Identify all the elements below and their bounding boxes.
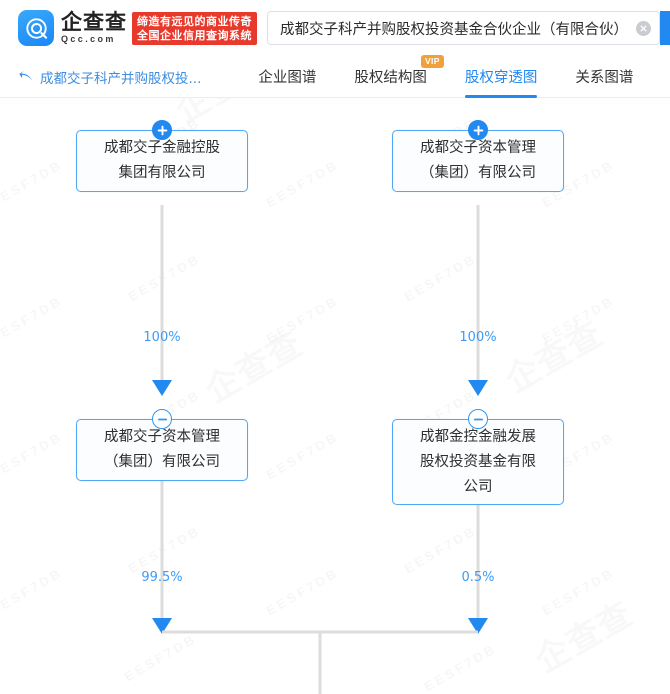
brand-name-en: Qcc.com xyxy=(61,34,116,44)
brand-name-cn: 企查查 xyxy=(61,10,127,34)
node-label-line: 集团有限公司 xyxy=(118,165,206,181)
collapse-toggle-minus[interactable] xyxy=(152,409,172,429)
qcc-logo-icon xyxy=(18,10,54,46)
brand-logo[interactable]: 企查查 Qcc.com xyxy=(18,10,127,46)
graph-node-label: 成都交子资本管理 （集团）有限公司 xyxy=(412,136,544,186)
tab-actual-controller[interactable]: 实际控 xyxy=(652,56,670,98)
graph-node-label: 成都交子资本管理 （集团）有限公司 xyxy=(96,425,228,475)
brand-wordmark: 企查查 Qcc.com xyxy=(61,12,127,44)
edge-percent-label: 100% xyxy=(143,330,181,345)
graph-node[interactable]: 成都交子资本管理 （集团）有限公司 xyxy=(76,419,248,481)
expand-toggle-plus[interactable] xyxy=(152,120,172,140)
node-label-line: 股权投资基金有限 xyxy=(420,453,536,470)
equity-penetration-graph: 成都交子金融控股 集团有限公司 成都交子资本管理 （集团）有限公司 100% 1… xyxy=(0,98,670,694)
tab-label: 关系图谱 xyxy=(575,70,634,86)
node-label-line: （集团）有限公司 xyxy=(420,165,536,181)
search-input-value: 成都交子科产并购股权投资基金合伙企业（有限合伙） xyxy=(280,21,628,38)
node-label-line: 成都交子资本管理 xyxy=(104,429,220,445)
graph-tabbar: 成都交子科产并购股权投... 企业图谱 股权结构图 VIP 股权穿透图 关系图谱… xyxy=(0,54,670,98)
graph-node[interactable]: 成都交子资本管理 （集团）有限公司 xyxy=(392,130,564,192)
brand-slogan: 缔造有远见的商业传奇 全国企业信用查询系统 xyxy=(132,11,257,45)
graph-node-label: 成都金控金融发展 股权投资基金有限 公司 xyxy=(412,425,544,500)
edge-percent-label: 100% xyxy=(459,330,497,345)
back-link[interactable]: 成都交子科产并购股权投... xyxy=(18,67,201,87)
node-label-line: 成都交子金融控股 xyxy=(104,140,220,156)
tab-equity-penetration[interactable]: 股权穿透图 xyxy=(446,56,557,98)
search-button[interactable] xyxy=(660,11,670,45)
graph-node-label: 成都交子金融控股 集团有限公司 xyxy=(96,136,228,186)
slogan-line-2: 全国企业信用查询系统 xyxy=(137,28,252,42)
graph-node[interactable]: 成都交子金融控股 集团有限公司 xyxy=(76,130,248,192)
vip-badge: VIP xyxy=(420,54,444,68)
back-link-label: 成都交子科产并购股权投... xyxy=(40,70,202,87)
search-area: 成都交子科产并购股权投资基金合伙企业（有限合伙） xyxy=(267,11,670,45)
edge-percent-label: 0.5% xyxy=(461,570,495,585)
collapse-toggle-minus[interactable] xyxy=(468,409,488,429)
back-arrow-icon xyxy=(18,69,34,85)
expand-toggle-plus[interactable] xyxy=(468,120,488,140)
close-icon[interactable] xyxy=(636,20,651,36)
slogan-line-1: 缔造有远见的商业传奇 xyxy=(137,14,252,28)
tab-list: 企业图谱 股权结构图 VIP 股权穿透图 关系图谱 实际控 xyxy=(239,54,670,98)
tab-relationship-graph[interactable]: 关系图谱 xyxy=(556,56,652,98)
tab-equity-structure[interactable]: 股权结构图 VIP xyxy=(335,54,446,98)
edge-percent-label: 99.5% xyxy=(141,570,183,585)
tab-label: 股权结构图 xyxy=(354,70,427,86)
tab-enterprise-graph[interactable]: 企业图谱 xyxy=(239,56,335,98)
node-label-line: （集团）有限公司 xyxy=(104,454,220,470)
tab-label: 企业图谱 xyxy=(258,70,317,86)
search-input[interactable]: 成都交子科产并购股权投资基金合伙企业（有限合伙） xyxy=(267,11,660,45)
node-label-line: 成都交子资本管理 xyxy=(420,140,536,156)
graph-node[interactable]: 成都金控金融发展 股权投资基金有限 公司 xyxy=(392,419,564,505)
node-label-line: 成都金控金融发展 xyxy=(420,428,536,445)
site-header: 企查查 Qcc.com 缔造有远见的商业传奇 全国企业信用查询系统 成都交子科产… xyxy=(0,0,670,56)
node-label-line: 公司 xyxy=(463,478,493,495)
tab-label: 股权穿透图 xyxy=(464,70,538,86)
